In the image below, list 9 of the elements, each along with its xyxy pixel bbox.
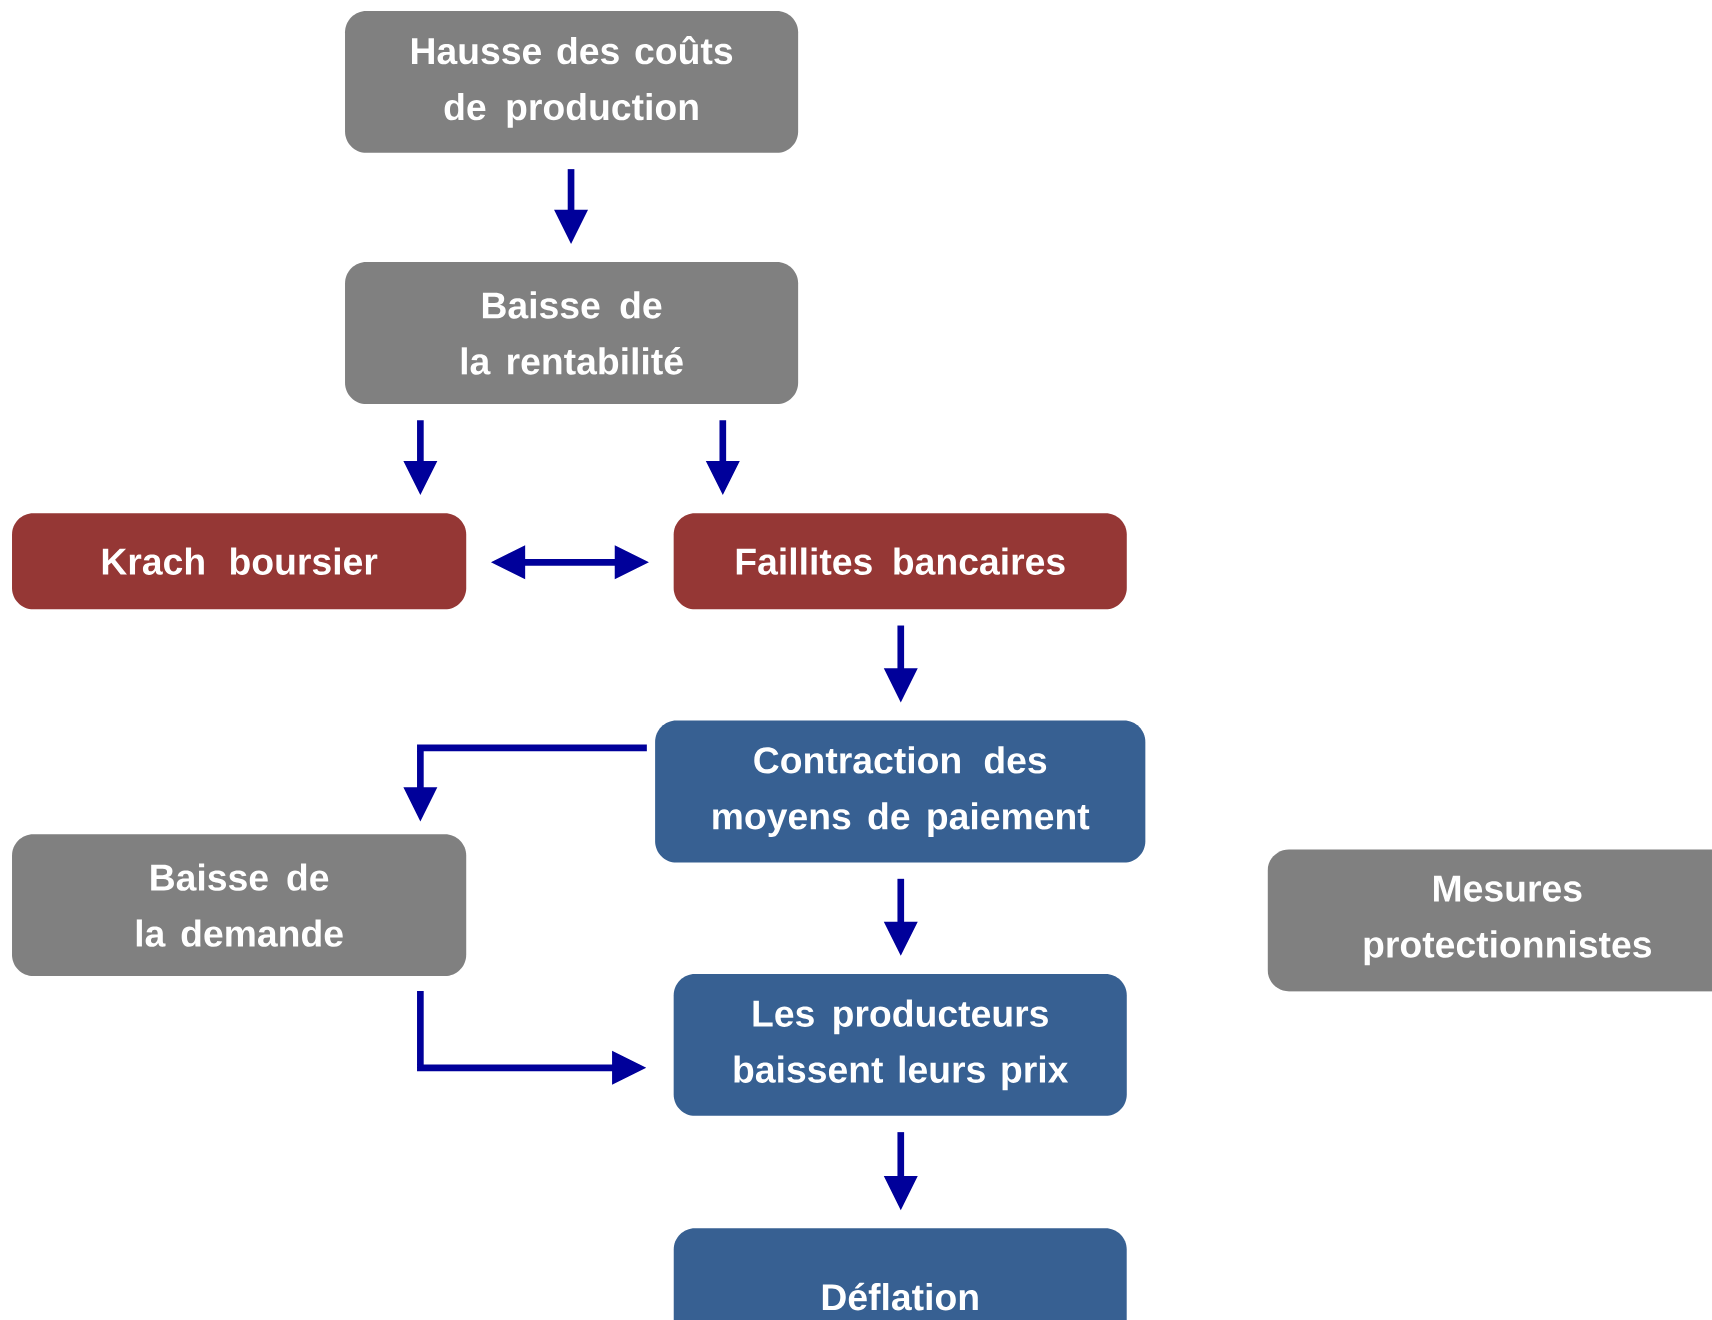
process-box: Krach boursier [12,513,467,610]
process-box: Faillites bancaires [673,513,1127,610]
process-box: Hausse des coûts de production [345,10,799,153]
process-box: Baisse de la demande [12,834,467,977]
process-box: Contraction des moyens de paiement [655,720,1146,863]
process-box: Mesures protectionnistes [1267,849,1712,992]
process-box: Les producteurs baissent leurs prix [673,973,1127,1116]
process-box: Baisse de la rentabilité [345,262,799,404]
process-box: Déflation [673,1228,1127,1320]
